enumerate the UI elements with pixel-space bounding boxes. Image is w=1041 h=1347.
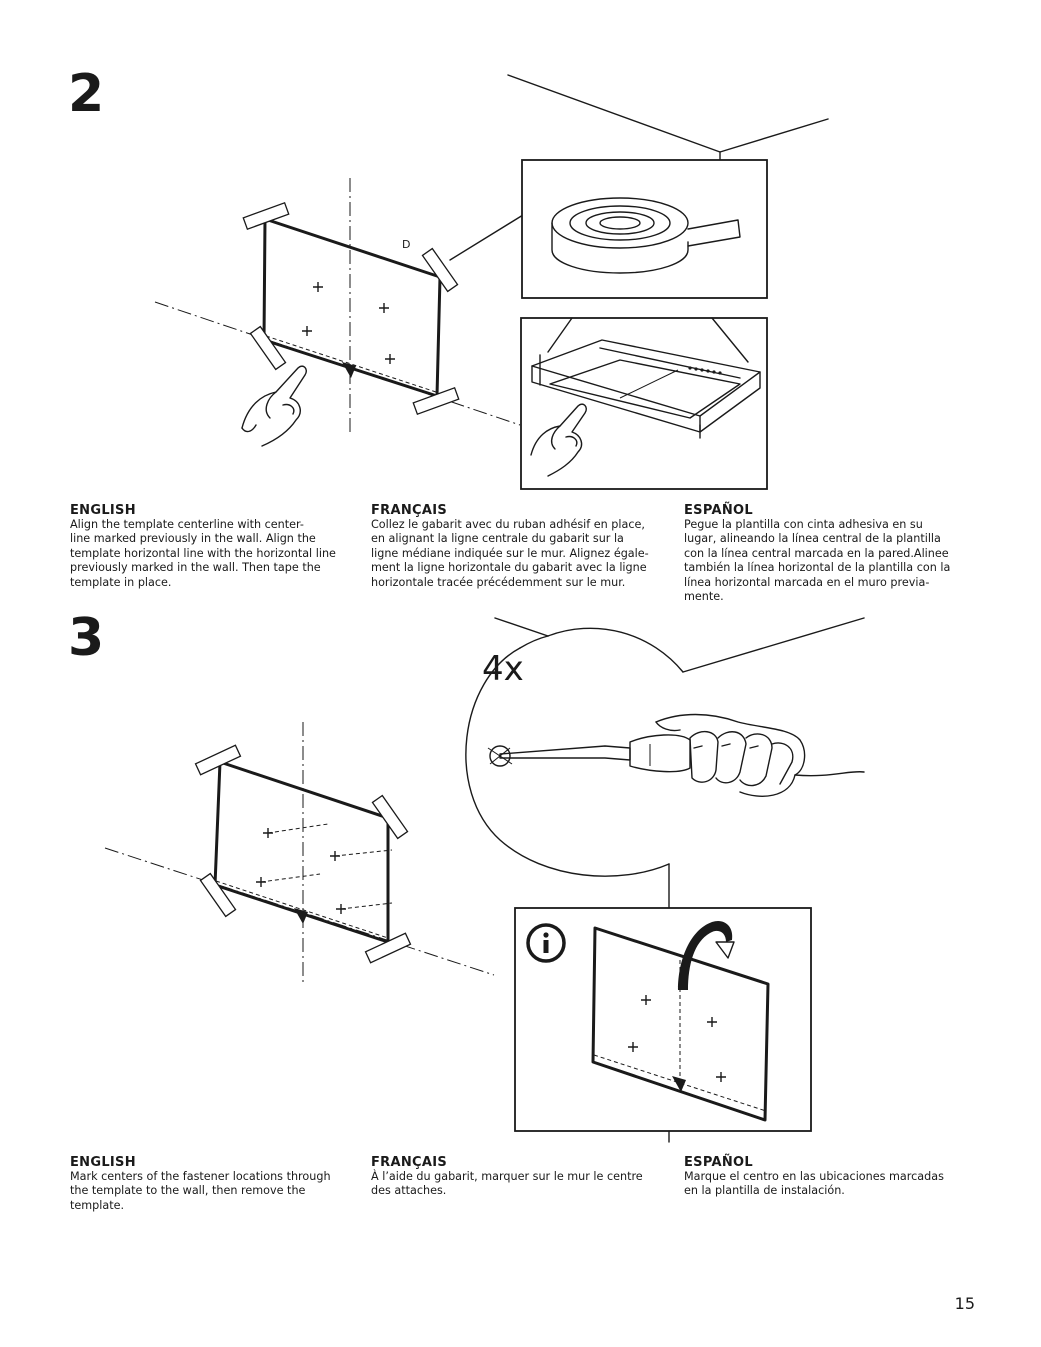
tape-roll-panel xyxy=(521,159,768,299)
template-label: D xyxy=(402,238,410,251)
tape-strip xyxy=(412,387,460,415)
step-3-number: 3 xyxy=(68,608,104,668)
step3-english-instructions: ENGLISH Mark centers of the fastener loc… xyxy=(70,1155,370,1213)
center-arrow-icon xyxy=(294,908,308,924)
mounting-template xyxy=(591,926,770,1122)
step2-french-heading: FRANÇAIS xyxy=(371,503,448,518)
range-hood-panel xyxy=(520,317,768,490)
hand-grip-icon xyxy=(655,713,865,797)
step2-french-instructions: FRANÇAIS Collez le gabarit avec du ruban… xyxy=(371,503,671,590)
page-number: 15 xyxy=(954,1294,975,1313)
step2-english-body: Align the template centerline with cente… xyxy=(70,518,336,589)
step2-illustration: D xyxy=(154,74,829,490)
info-icon xyxy=(526,923,566,963)
magnifier-circle xyxy=(465,647,670,877)
step2-french-body: Collez le gabarit avec du ruban adhésif … xyxy=(371,518,649,589)
fastener-marks xyxy=(256,828,346,914)
tape-strip xyxy=(421,247,459,293)
step2-english-heading: ENGLISH xyxy=(70,503,136,518)
tape-strip xyxy=(194,744,242,776)
step3-english-heading: ENGLISH xyxy=(70,1155,136,1170)
step2-spanish-body: Pegue la plantilla con cinta adhesiva en… xyxy=(684,518,951,604)
screwdriver-icon xyxy=(487,734,691,773)
step-2-number: 2 xyxy=(68,64,104,124)
center-arrow-icon xyxy=(672,1076,686,1092)
range-hood-illustration xyxy=(531,317,761,439)
center-arrow-icon xyxy=(342,362,356,378)
fastener-marks xyxy=(302,282,395,364)
step3-spanish-instructions: ESPAÑOL Marque el centro en las ubicacio… xyxy=(684,1155,984,1199)
step2-spanish-instructions: ESPAÑOL Pegue la plantilla con cinta adh… xyxy=(684,503,984,604)
quantity-label: 4x xyxy=(482,649,524,689)
step2-spanish-heading: ESPAÑOL xyxy=(684,503,753,518)
hand-pointer-icon xyxy=(241,365,307,447)
step3-illustration: 4x xyxy=(104,617,865,1143)
fastener-marks xyxy=(628,995,726,1082)
tape-roll-icon xyxy=(551,197,741,274)
step2-english-instructions: ENGLISH Align the template centerline wi… xyxy=(70,503,370,590)
step3-spanish-body: Marque el centro en las ubicaciones marc… xyxy=(684,1170,944,1198)
step3-spanish-heading: ESPAÑOL xyxy=(684,1155,753,1170)
step3-english-body: Mark centers of the fastener locations t… xyxy=(70,1170,331,1212)
tape-strip xyxy=(199,872,237,918)
peel-arrow-icon xyxy=(678,920,735,990)
step3-french-heading: FRANÇAIS xyxy=(371,1155,448,1170)
tape-strip xyxy=(242,202,290,230)
tape-strip xyxy=(364,932,412,964)
tape-strip xyxy=(371,794,409,840)
step3-french-instructions: FRANÇAIS À l’aide du gabarit, marquer su… xyxy=(371,1155,671,1199)
hand-pointer-icon xyxy=(530,403,587,477)
step3-french-body: À l’aide du gabarit, marquer sur le mur … xyxy=(371,1170,643,1198)
tape-strip xyxy=(249,325,287,371)
